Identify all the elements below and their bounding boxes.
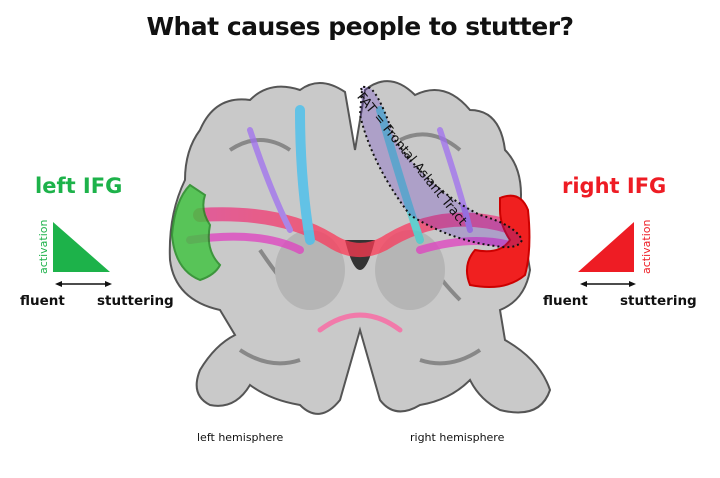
right-ifg-region — [465, 194, 531, 288]
right-activation-triangle — [578, 222, 634, 272]
right-y-axis-label: activation — [640, 219, 653, 274]
left-ifg-label: left IFG — [35, 174, 123, 198]
right-hemisphere-label: right hemisphere — [410, 431, 505, 444]
fat-tract-outline — [358, 85, 524, 249]
left-activation-triangle — [53, 222, 110, 272]
arrow-left-icon — [55, 281, 62, 287]
left-hemisphere-label: left hemisphere — [197, 431, 284, 444]
fiber-tracts — [186, 105, 527, 333]
right-fluent-label: fluent — [543, 293, 588, 309]
arrow-right-icon — [629, 281, 636, 287]
arrow-right-icon — [105, 281, 112, 287]
right-ifg-label: right IFG — [562, 174, 667, 198]
left-stuttering-label: stuttering — [97, 293, 174, 309]
arrow-left-icon — [580, 281, 587, 287]
page-title: What causes people to stutter? — [146, 12, 574, 41]
left-fluent-label: fluent — [20, 293, 65, 309]
right-stuttering-label: stuttering — [620, 293, 697, 309]
right-activation-chart — [578, 222, 636, 287]
left-ifg-region — [170, 183, 222, 282]
left-activation-chart — [53, 222, 112, 287]
left-y-axis-label: activation — [37, 219, 50, 274]
